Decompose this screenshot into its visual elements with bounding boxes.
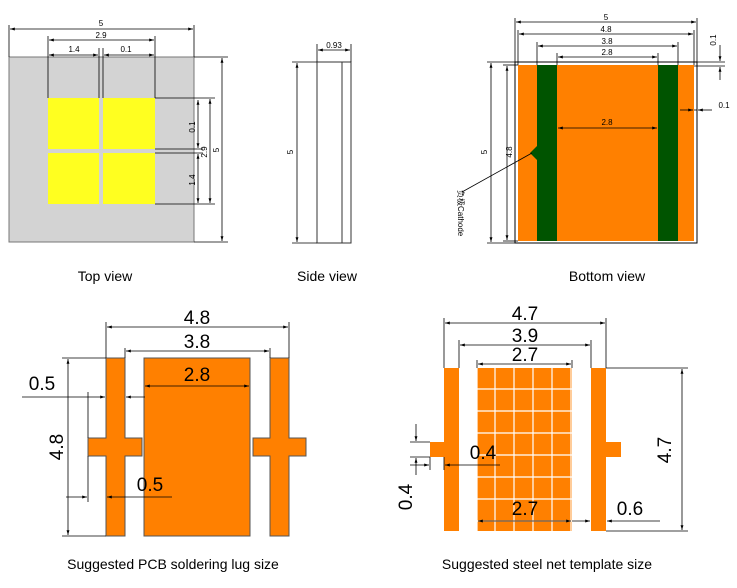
side-dim-height: 5 <box>286 149 295 154</box>
pcb-lug-center-pad <box>143 357 251 537</box>
pcb-dim-0-5-top: 0.5 <box>29 374 55 395</box>
bottom-left-dim-5: 5 <box>480 149 489 154</box>
top-right-dim-1-4: 1.4 <box>188 174 197 186</box>
net-dim-0-6: 0.6 <box>617 499 643 520</box>
pcb-lug-right-pad <box>252 357 307 537</box>
bottom-dim-3-8: 3.8 <box>601 37 613 46</box>
net-dim-2-7-top: 2.7 <box>512 345 538 366</box>
pcb-lug-left-pad <box>87 357 143 537</box>
pcb-dim-0-5-bottom: 0.5 <box>137 475 163 496</box>
bottom-dim-0-1-right: 0.1 <box>718 101 730 110</box>
top-view-package <box>8 56 195 243</box>
top-right-dim-2-9: 2.9 <box>200 146 209 158</box>
pcb-dim-2-8: 2.8 <box>184 365 210 386</box>
side-view-caption: Side view <box>297 268 358 284</box>
bottom-view-caption: Bottom view <box>569 268 646 284</box>
side-dim-thickness: 0.93 <box>326 41 342 50</box>
bottom-dim-center-2-8: 2.8 <box>601 118 613 127</box>
net-dim-3-9: 3.9 <box>512 326 538 347</box>
chip-top-right <box>103 98 155 149</box>
steel-net-view: 4.7 3.9 2.7 4.7 0.4 0.4 2.7 0. <box>396 304 688 572</box>
pcb-lug-view: 4.8 3.8 2.8 0.5 4.8 0.5 Suggested PCB so… <box>22 308 307 572</box>
top-view: 5 2.9 1.4 0.1 5 2.9 0.1 1.4 Top view <box>8 19 228 284</box>
steel-net-grid <box>476 368 572 531</box>
chip-top-left <box>48 98 99 149</box>
side-view: 0.93 5 Side view <box>286 41 358 284</box>
net-dim-4-7: 4.7 <box>512 304 538 325</box>
net-dim-0-4-left: 0.4 <box>396 483 417 510</box>
bottom-dim-0-1-top: 0.1 <box>709 34 718 46</box>
bottom-dim-2-8: 2.8 <box>601 48 613 57</box>
bottom-view: 5 4.8 3.8 2.8 0.1 0.1 2.8 5 <box>456 13 730 284</box>
net-dim-2-7-bottom: 2.7 <box>512 499 538 520</box>
steel-net-center <box>477 368 572 531</box>
steel-net-caption: Suggested steel net template size <box>442 556 652 572</box>
bottom-view-stripe-left <box>537 65 557 241</box>
bottom-view-stripe-right <box>658 65 678 241</box>
bottom-left-dim-4-8: 4.8 <box>505 146 514 158</box>
steel-net-left-pad <box>444 368 459 531</box>
side-view-body <box>316 61 352 244</box>
bottom-dim-4-8: 4.8 <box>600 25 612 34</box>
pcb-dim-4-8-vertical: 4.8 <box>47 434 68 460</box>
chip-bottom-right <box>103 153 155 204</box>
pcb-dim-3-8: 3.8 <box>184 332 210 353</box>
steel-net-right-pad <box>591 368 621 531</box>
bottom-dim-5: 5 <box>604 13 609 22</box>
top-dim-5: 5 <box>99 19 104 28</box>
steel-net-tab <box>430 442 444 457</box>
pcb-lug-caption: Suggested PCB soldering lug size <box>67 556 279 572</box>
top-view-caption: Top view <box>78 268 133 284</box>
top-right-dim-5: 5 <box>212 147 221 152</box>
cathode-notch <box>530 146 537 160</box>
net-dim-0-4-right: 0.4 <box>470 443 497 464</box>
chip-bottom-left <box>48 153 99 204</box>
net-dim-4-7-vertical: 4.7 <box>655 437 676 463</box>
top-dim-0-1: 0.1 <box>120 45 132 54</box>
top-right-dim-0-1: 0.1 <box>188 121 197 133</box>
top-dim-1-4: 1.4 <box>68 45 80 54</box>
pcb-dim-4-8: 4.8 <box>184 308 210 329</box>
cathode-label: 负极Cathode <box>456 190 466 237</box>
top-dim-2-9: 2.9 <box>95 31 107 40</box>
